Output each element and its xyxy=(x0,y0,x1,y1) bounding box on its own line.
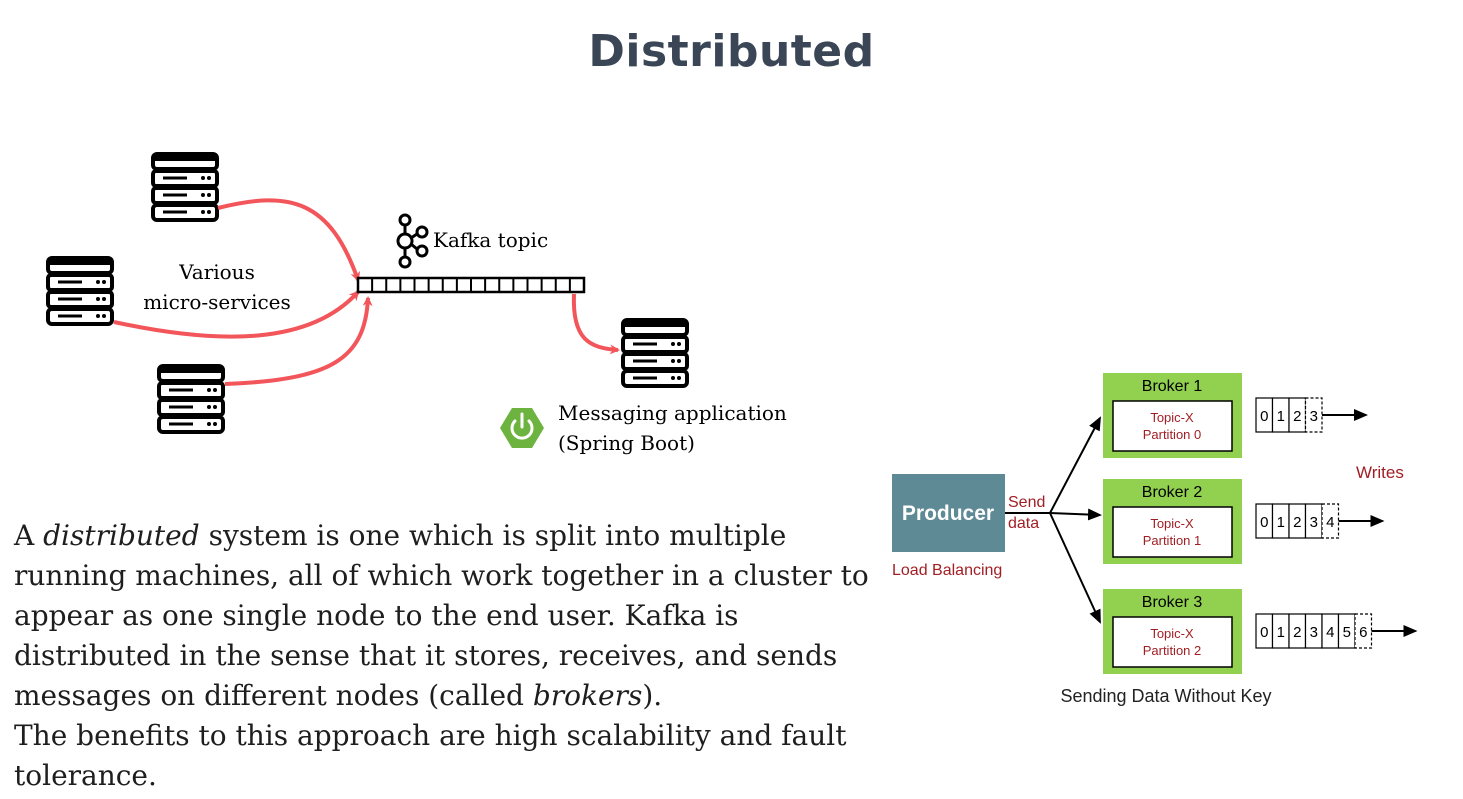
desc-text-c: ). xyxy=(642,679,663,712)
app-label-line2: (Spring Boot) xyxy=(558,431,695,455)
log-offset: 4 xyxy=(1326,624,1334,641)
writes-label: Writes xyxy=(1356,463,1404,482)
services-label-line2: micro-services xyxy=(143,290,291,314)
partition-box xyxy=(1112,400,1233,452)
log-offset: 2 xyxy=(1293,624,1301,641)
log-offset: 4 xyxy=(1326,514,1334,531)
spring-boot-icon xyxy=(500,408,544,448)
arrow-middle-service xyxy=(113,290,360,339)
services-label-line1: Various xyxy=(178,260,255,284)
partition-name: Partition 1 xyxy=(1143,533,1202,548)
topic-name: Topic-X xyxy=(1150,626,1194,641)
log-offset: 2 xyxy=(1293,408,1301,425)
send-label-line1: Send xyxy=(1008,494,1045,511)
log-offset: 1 xyxy=(1277,408,1285,425)
log-offset: 3 xyxy=(1310,514,1318,531)
description-paragraph-1: A distributed system is one which is spl… xyxy=(14,516,894,716)
desc-text-b: system is one which is split into multip… xyxy=(14,519,869,712)
broker-name: Broker 2 xyxy=(1142,484,1203,501)
log-offset: 1 xyxy=(1277,624,1285,641)
log-cell-next xyxy=(1354,613,1373,649)
arrow-top-service xyxy=(217,198,361,282)
server-icon-middle xyxy=(46,256,114,326)
partition-box xyxy=(1112,506,1233,558)
desc-text-a: A xyxy=(14,519,44,552)
log-cell-next xyxy=(1304,397,1323,433)
partition-name: Partition 2 xyxy=(1143,643,1202,658)
log-offset: 3 xyxy=(1310,408,1318,425)
load-balancing-label: Load Balancing xyxy=(892,562,1002,579)
log-cell-next xyxy=(1321,503,1340,539)
desc-em-distributed: distributed xyxy=(43,519,200,552)
server-icon-messaging-app xyxy=(621,318,689,388)
description-text: A distributed system is one which is spl… xyxy=(14,516,894,796)
arrow-to-broker2 xyxy=(1049,508,1102,521)
topic-name: Topic-X xyxy=(1150,516,1194,531)
producer-label: Producer xyxy=(902,502,994,525)
arrow-to-broker1 xyxy=(1049,416,1101,514)
log-offset: 0 xyxy=(1260,408,1268,425)
partition-name: Partition 0 xyxy=(1143,427,1202,442)
broker-name: Broker 3 xyxy=(1142,594,1203,611)
log-offset: 3 xyxy=(1310,624,1318,641)
log-offset: 1 xyxy=(1277,514,1285,531)
topic-name: Topic-X xyxy=(1150,410,1194,425)
send-label-line2: data xyxy=(1008,515,1039,532)
log-offset: 0 xyxy=(1260,514,1268,531)
server-icon-bottom xyxy=(157,364,225,434)
app-label-line1: Messaging application xyxy=(558,401,787,425)
kafka-topic-bar xyxy=(356,276,586,294)
arrow-to-app xyxy=(571,293,620,355)
log-offset: 2 xyxy=(1293,514,1301,531)
diagram-caption: Sending Data Without Key xyxy=(1060,686,1271,706)
broker-name: Broker 1 xyxy=(1142,378,1203,395)
log-offset: 6 xyxy=(1359,624,1367,641)
arrow-bottom-service xyxy=(224,296,373,386)
arrow-to-broker3 xyxy=(1049,512,1101,624)
partition-box xyxy=(1112,616,1233,668)
log-offset: 0 xyxy=(1260,624,1268,641)
kafka-logo-icon xyxy=(396,213,429,269)
desc-em-brokers: brokers xyxy=(532,679,643,712)
log-offset: 5 xyxy=(1343,624,1351,641)
producer-box xyxy=(892,474,1005,552)
kafka-topic-label: Kafka topic xyxy=(433,228,548,252)
description-paragraph-2: The benefits to this approach are high s… xyxy=(14,719,847,792)
page-title: Distributed xyxy=(588,26,875,77)
server-icon-top xyxy=(151,152,219,222)
